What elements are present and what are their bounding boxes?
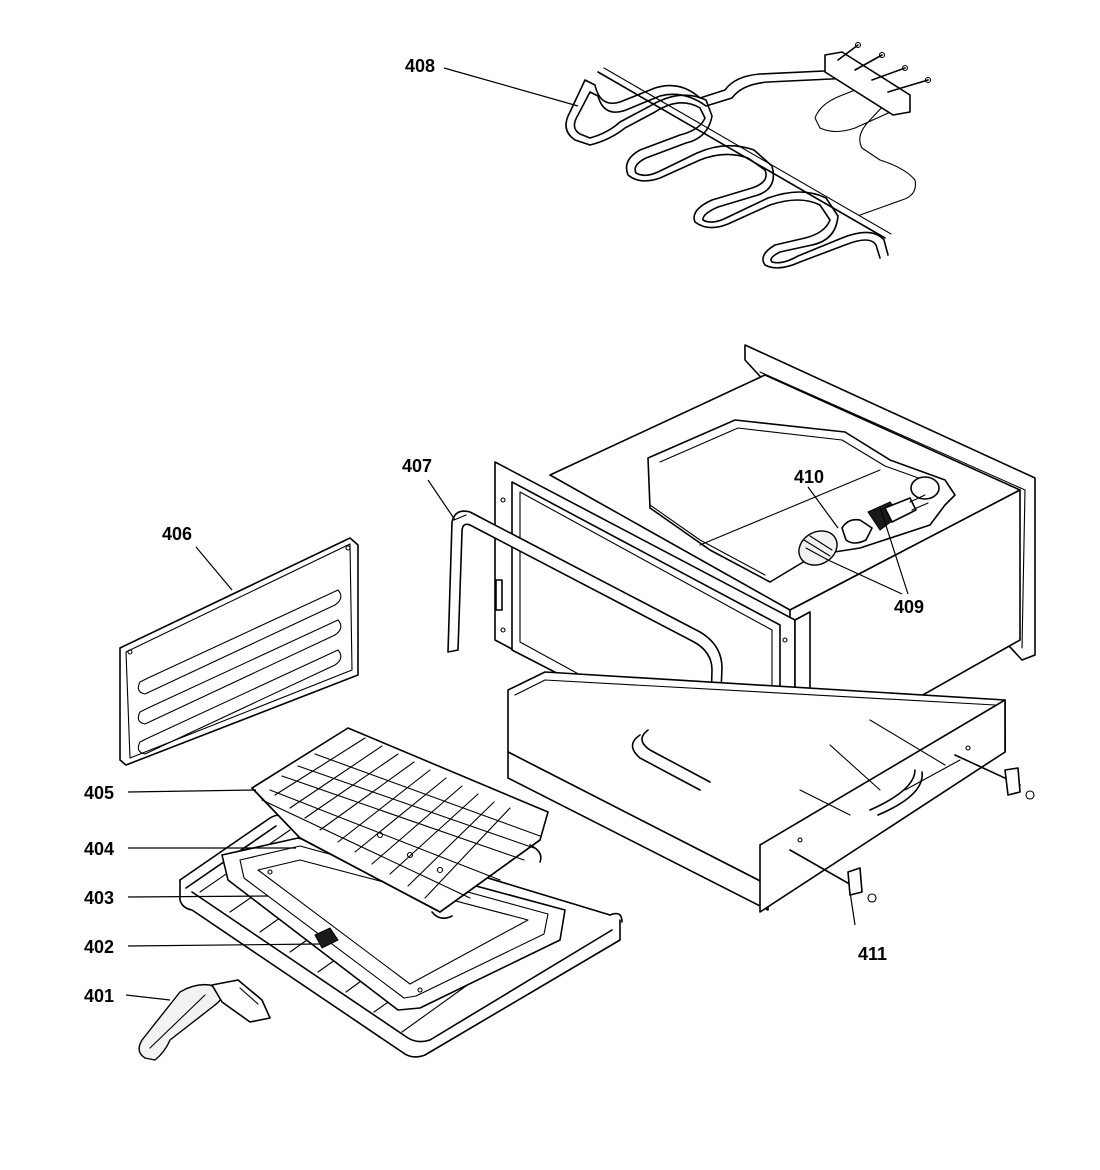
callout-411: 411 bbox=[858, 944, 887, 964]
back-panel-406 bbox=[119, 537, 359, 766]
callout-403: 403 bbox=[84, 888, 114, 908]
callout-405: 405 bbox=[84, 783, 114, 803]
callout-408: 408 bbox=[405, 56, 435, 76]
tray-handle-401 bbox=[138, 979, 271, 1061]
callout-402: 402 bbox=[84, 937, 114, 957]
callout-410: 410 bbox=[794, 467, 824, 487]
callout-406: 406 bbox=[162, 524, 192, 544]
callout-404: 404 bbox=[84, 839, 114, 859]
callout-409: 409 bbox=[894, 597, 924, 617]
callout-401: 401 bbox=[84, 986, 114, 1006]
lower-drawer bbox=[507, 671, 1035, 913]
grill-element-408 bbox=[565, 41, 932, 269]
wire-grill-405 bbox=[251, 727, 549, 920]
leader-lines bbox=[125, 67, 909, 1001]
callout-407: 407 bbox=[402, 456, 432, 476]
lamp-assembly-409-410 bbox=[798, 494, 929, 566]
callout-labels: 408 406 407 410 409 411 405 404 403 402 … bbox=[84, 56, 924, 1006]
